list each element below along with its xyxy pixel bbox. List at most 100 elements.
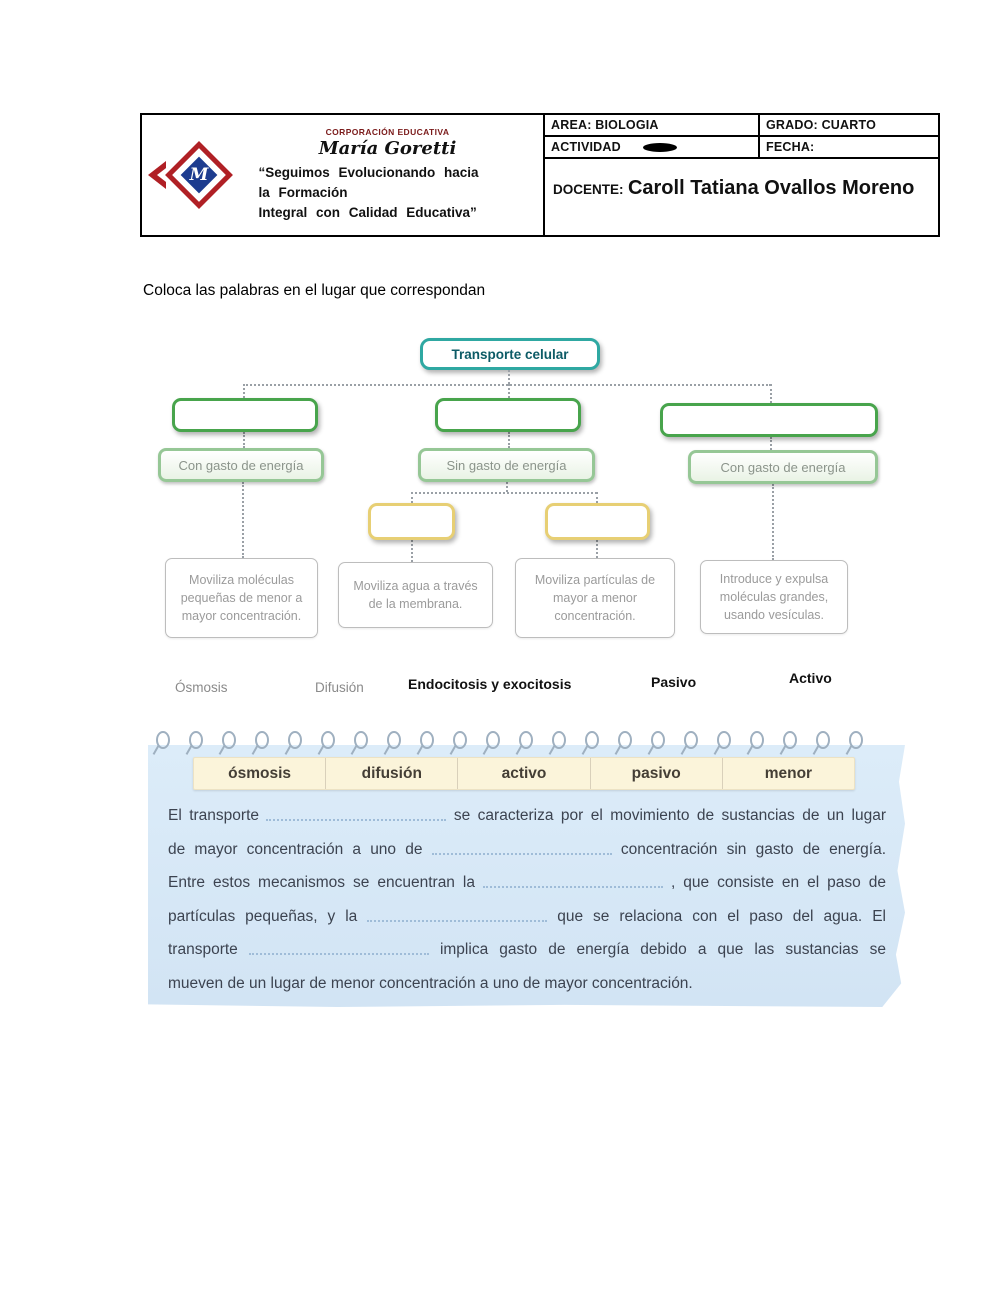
description-box-4: Introduce y expulsa moléculas grandes, u… [700, 560, 848, 634]
paragraph-line: de mayor concentración a uno de concentr… [168, 833, 886, 867]
blank-4[interactable] [367, 910, 548, 922]
spiral-binding [156, 731, 863, 749]
answer-slot-branch-2[interactable] [435, 398, 581, 432]
line-text: se caracteriza por el movimiento de sust… [453, 807, 886, 824]
line-text: mueven de un lugar de menor concentració… [168, 974, 693, 992]
blank-1[interactable] [266, 809, 447, 821]
school-logo-icon: M [148, 138, 234, 212]
blank-5[interactable] [248, 943, 429, 955]
answer-slot-sub-1[interactable] [368, 503, 455, 540]
paragraph-line: transporte implica gasto de energía debi… [168, 933, 886, 967]
connector-line [508, 384, 510, 398]
spiral-ring-icon [552, 731, 566, 749]
actividad-oval-icon [642, 142, 677, 152]
line-text: que se relaciona con el paso del agua. E… [557, 907, 886, 925]
spiral-ring-icon [486, 731, 500, 749]
spiral-ring-icon [816, 731, 830, 749]
spiral-ring-icon [387, 731, 401, 749]
answer-slot-branch-3[interactable] [660, 403, 878, 437]
fecha-cell: FECHA: [760, 137, 938, 159]
corporation-label: CORPORACIÓN EDUCATIVA [325, 126, 450, 137]
spiral-ring-icon [783, 731, 797, 749]
word-bank-item: difusión [325, 758, 457, 789]
blank-3[interactable] [482, 876, 663, 888]
word-pasivo[interactable]: Pasivo [651, 674, 697, 690]
fill-in-paragraph: El transporte se caracteriza por el movi… [168, 799, 886, 1000]
area-cell: AREA: BIOLOGIA [545, 115, 760, 137]
spiral-ring-icon [849, 731, 863, 749]
paragraph-line: El transporte se caracteriza por el movi… [168, 799, 886, 833]
school-name: María Goretti [318, 137, 457, 159]
word-activo[interactable]: Activo [789, 670, 832, 686]
line-text: de mayor concentración a uno de [168, 840, 423, 858]
paragraph-line: mueven de un lugar de menor concentració… [168, 967, 886, 1001]
branch-label-3: Con gasto de energía [688, 450, 878, 484]
connector-line [506, 482, 508, 492]
motto-line: Integral con Calidad Educativa” [258, 205, 477, 221]
spiral-ring-icon [288, 731, 302, 749]
spiral-ring-icon [354, 731, 368, 749]
grado-cell: GRADO: CUARTO [760, 115, 938, 137]
spiral-ring-icon [255, 731, 269, 749]
actividad-label: ACTIVIDAD [551, 140, 621, 154]
docente-name: Caroll Tatiana Ovallos Moreno [627, 177, 915, 199]
connector-line [770, 437, 772, 450]
spiral-ring-icon [750, 731, 764, 749]
connector-line [411, 540, 413, 562]
word-endocitosis-exocitosis[interactable]: Endocitosis y exocitosis [408, 676, 572, 692]
spiral-ring-icon [222, 731, 236, 749]
concept-map: Transporte celular Con gasto de energía … [0, 330, 1000, 725]
line-text: El transporte [168, 807, 259, 824]
spiral-ring-icon [519, 731, 533, 749]
connector-line [772, 484, 774, 560]
answer-slot-sub-2[interactable] [545, 503, 650, 540]
description-box-1: Moviliza moléculas pequeñas de menor a m… [165, 558, 318, 638]
line-text: implica gasto de energía debido a que la… [439, 941, 886, 958]
logo-arrow-inner-icon [157, 165, 170, 185]
motto-line: “Seguimos Evolucionando hacia [258, 164, 479, 180]
root-node: Transporte celular [420, 338, 600, 370]
school-motto: “Seguimos Evolucionando hacia la Formaci… [259, 163, 517, 224]
spiral-ring-icon [684, 731, 698, 749]
spiral-ring-icon [585, 731, 599, 749]
docente-label: DOCENTE: [553, 182, 624, 197]
logo-letter-m: M [189, 165, 209, 185]
school-text-block: CORPORACIÓN EDUCATIVA María Goretti “Seg… [238, 127, 537, 224]
paragraph-line: Entre estos mecanismos se encuentran la … [168, 866, 886, 900]
connector-line [243, 384, 245, 398]
instruction-text: Coloca las palabras en el lugar que corr… [143, 282, 486, 299]
connector-line [242, 482, 244, 558]
connector-line [411, 492, 413, 503]
word-difusion[interactable]: Difusión [315, 680, 364, 695]
spiral-ring-icon [453, 731, 467, 749]
branch-label-2: Sin gasto de energía [418, 448, 595, 482]
word-bank-item: pasivo [589, 758, 722, 789]
spiral-ring-icon [156, 731, 170, 749]
word-bank-item: menor [721, 758, 854, 789]
answer-slot-branch-1[interactable] [172, 398, 318, 432]
spiral-ring-icon [321, 731, 335, 749]
connector-line [596, 540, 598, 558]
line-text: partículas pequeñas, y la [168, 907, 358, 925]
actividad-cell: ACTIVIDAD [545, 137, 760, 159]
connector-line [508, 370, 510, 384]
spiral-ring-icon [189, 731, 203, 749]
line-text: , que consiste en el paso de [670, 874, 887, 891]
notebook-section: ósmosis difusión activo pasivo menor El … [148, 729, 908, 1014]
connector-line [411, 492, 597, 494]
spiral-ring-icon [651, 731, 665, 749]
motto-line: la Formación [258, 184, 348, 200]
blank-2[interactable] [431, 843, 612, 855]
description-box-3: Moviliza partículas de mayor a menor con… [515, 558, 675, 638]
branch-label-1: Con gasto de energía [158, 448, 324, 482]
header-table: M CORPORACIÓN EDUCATIVA María Goretti “S… [140, 113, 940, 237]
description-box-2: Moviliza agua a través de la membrana. [338, 562, 493, 628]
word-osmosis[interactable]: Ósmosis [175, 680, 228, 695]
word-bank: ósmosis difusión activo pasivo menor [193, 757, 855, 790]
connector-line [596, 492, 598, 503]
connector-line [508, 432, 510, 448]
connector-line [243, 432, 245, 448]
word-bank-item: ósmosis [228, 764, 292, 782]
header-left-cell: M CORPORACIÓN EDUCATIVA María Goretti “S… [142, 115, 545, 235]
spiral-ring-icon [618, 731, 632, 749]
